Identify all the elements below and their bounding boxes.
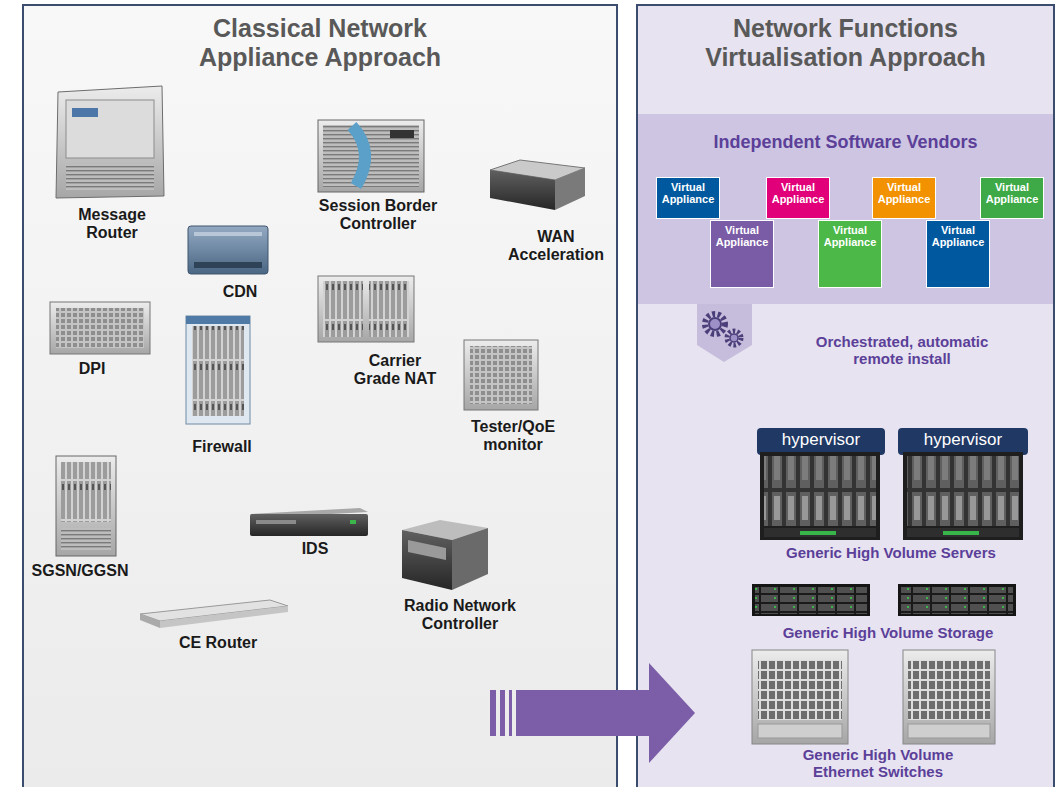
server-blade-chassis (760, 452, 880, 540)
dpi-device (50, 302, 150, 354)
label-slot: Tester/QoE monitor (458, 418, 568, 455)
ids-device (250, 508, 368, 536)
device-label: Carrier Grade NAT (345, 352, 445, 389)
box-label: Virtual Appliance (819, 221, 881, 248)
label-slot: WAN Acceleration (500, 228, 612, 265)
label-slot: Message Router (62, 206, 162, 243)
arrow-part (490, 690, 496, 736)
virtual-appliance-box: Virtual Appliance (818, 220, 882, 288)
label-slot: Firewall (177, 438, 267, 456)
hypervisor-box: hypervisor (898, 428, 1028, 455)
carrier-grade-nat-device (318, 276, 414, 342)
device-label: SGSN/GGSN (25, 562, 135, 580)
label-slot: Radio Network Controller (385, 597, 535, 634)
virtual-appliance-box: Virtual Appliance (656, 177, 720, 219)
device-label: Tester/QoE monitor (458, 418, 568, 455)
ce-router-device (140, 600, 288, 628)
device-label: Session Border Controller (296, 197, 461, 234)
hardware-label: Generic High Volume Ethernet Switches (783, 746, 973, 781)
device-label: CDN (200, 283, 280, 301)
box-label: hypervisor (757, 428, 885, 451)
label-slot: Carrier Grade NAT (345, 352, 445, 389)
device-label: Radio Network Controller (385, 597, 535, 634)
label-slot: Generic High Volume Ethernet Switches (783, 746, 973, 781)
firewall-device (186, 316, 250, 424)
virtual-appliance-box: Virtual Appliance (980, 177, 1044, 219)
arrow-part (649, 663, 695, 763)
heading: Independent Software Vendors (638, 132, 1053, 154)
box-label: Virtual Appliance (873, 178, 935, 205)
box-label: Virtual Appliance (657, 178, 719, 205)
wan-acceleration-device (490, 160, 585, 210)
label-slot: IDS (290, 540, 340, 558)
label-slot: Orchestrated, automatic remote install (797, 333, 1007, 368)
label-slot: CDN (200, 283, 280, 301)
radio-network-controller-device (402, 520, 488, 590)
ethernet-switch (903, 650, 995, 744)
label-slot: SGSN/GGSN (25, 562, 135, 580)
session-border-controller-device (318, 120, 424, 192)
sgsn-ggsn-device (56, 456, 116, 556)
orchestration-gears (697, 304, 752, 362)
virtual-appliance-box: Virtual Appliance (710, 220, 774, 288)
hypervisor-box: hypervisor (757, 428, 885, 455)
server-blade-chassis (903, 452, 1023, 540)
hardware-label: Generic High Volume Servers (746, 544, 1036, 561)
box-label: hypervisor (898, 428, 1028, 451)
virtual-appliance-box: Virtual Appliance (926, 220, 990, 288)
heading: Classical Network Appliance Approach (155, 14, 485, 72)
process-note: Orchestrated, automatic remote install (797, 333, 1007, 368)
label-slot: Generic High Volume Storage (743, 624, 1033, 641)
heading: Network Functions Virtualisation Approac… (681, 14, 1011, 72)
cdn-device (188, 226, 268, 274)
label-slot: CE Router (163, 634, 273, 652)
virtual-appliance-box: Virtual Appliance (766, 177, 830, 219)
box-label: Virtual Appliance (711, 221, 773, 248)
vendor-band: Independent Software VendorsVirtual Appl… (638, 114, 1053, 304)
arrow-part (500, 690, 505, 736)
message-router-device (56, 86, 164, 198)
device-label: Firewall (177, 438, 267, 456)
box-label: Virtual Appliance (981, 178, 1043, 205)
arrow-part (516, 690, 650, 736)
virtual-appliance-box: Virtual Appliance (872, 177, 936, 219)
device-label: WAN Acceleration (500, 228, 612, 265)
label-slot: Session Border Controller (296, 197, 461, 234)
tester-device (464, 340, 538, 410)
device-label: IDS (290, 540, 340, 558)
device-label: Message Router (62, 206, 162, 243)
hardware-label: Generic High Volume Storage (743, 624, 1033, 641)
storage-array (898, 584, 1016, 616)
transition-arrow (490, 663, 695, 763)
device-label: DPI (62, 360, 122, 378)
label-slot: DPI (62, 360, 122, 378)
box-label: Virtual Appliance (927, 221, 989, 248)
arrow-part (509, 690, 512, 736)
storage-array (752, 584, 870, 616)
label-slot: Generic High Volume Servers (746, 544, 1036, 561)
ethernet-switch (752, 650, 848, 744)
box-label: Virtual Appliance (767, 178, 829, 205)
device-label: CE Router (163, 634, 273, 652)
